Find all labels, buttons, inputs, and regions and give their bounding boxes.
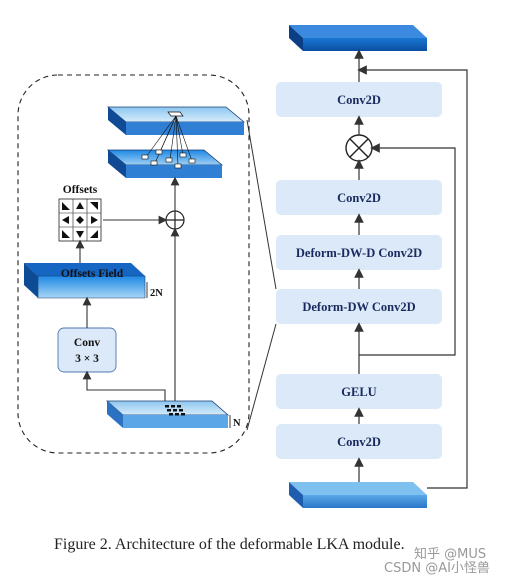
offsets-field-block: Offsets Field <box>24 263 146 299</box>
conv-label: Conv <box>74 337 100 349</box>
gelu-block: GELU <box>276 374 442 409</box>
conv2d-top-label: Conv2D <box>337 93 381 107</box>
conv2d-bottom-block: Conv2D <box>276 424 442 459</box>
conv2d-mid-label: Conv2D <box>337 191 381 205</box>
conv3x3-block: Conv 3 × 3 <box>57 327 117 373</box>
conv2d-top-block: Conv2D <box>276 82 442 117</box>
sampling-points <box>141 149 196 169</box>
offsets-field-label: Offsets Field <box>61 268 124 280</box>
multiplier-2n-label: 2N <box>150 288 163 299</box>
kernel-grid <box>165 405 185 416</box>
zoom-lines <box>246 119 277 431</box>
input-tensor <box>289 482 427 508</box>
deform-conv-detail-panel <box>17 74 250 454</box>
offset-arrow-icons <box>62 202 98 238</box>
detail-flow-arrows <box>75 176 180 401</box>
watermark: CSDN @AI小怪兽 <box>384 561 490 576</box>
detail-input-plane <box>105 400 230 428</box>
deform-dw-d-label: Deform-DW-D Conv2D <box>296 246 422 260</box>
skip-connections <box>357 65 468 489</box>
multiply-node <box>345 134 373 162</box>
offsets-grid <box>58 198 102 242</box>
conv2d-mid-block: Conv2D <box>276 180 442 215</box>
bracket-n: N <box>229 415 241 429</box>
detail-sampled-plane <box>106 115 224 178</box>
deform-dw-block: Deform-DW Conv2D <box>276 289 442 324</box>
multiplier-n-label: N <box>233 418 241 429</box>
conv2d-bottom-label: Conv2D <box>337 435 381 449</box>
detail-output-plane <box>106 106 246 135</box>
add-node <box>165 210 185 230</box>
output-tensor <box>289 25 427 51</box>
figure-caption: Figure 2. Architecture of the deformable… <box>54 536 405 553</box>
conv-kernel-label: 3 × 3 <box>75 353 99 365</box>
gelu-label: GELU <box>341 385 376 399</box>
deform-dw-d-block: Deform-DW-D Conv2D <box>276 235 442 270</box>
watermark-zh: 知乎 @MUS <box>414 546 486 562</box>
deform-dw-label: Deform-DW Conv2D <box>302 300 415 314</box>
offsets-label: Offsets <box>63 184 98 196</box>
bracket-2n: 2N <box>146 282 163 299</box>
sampling-rays <box>145 115 193 167</box>
